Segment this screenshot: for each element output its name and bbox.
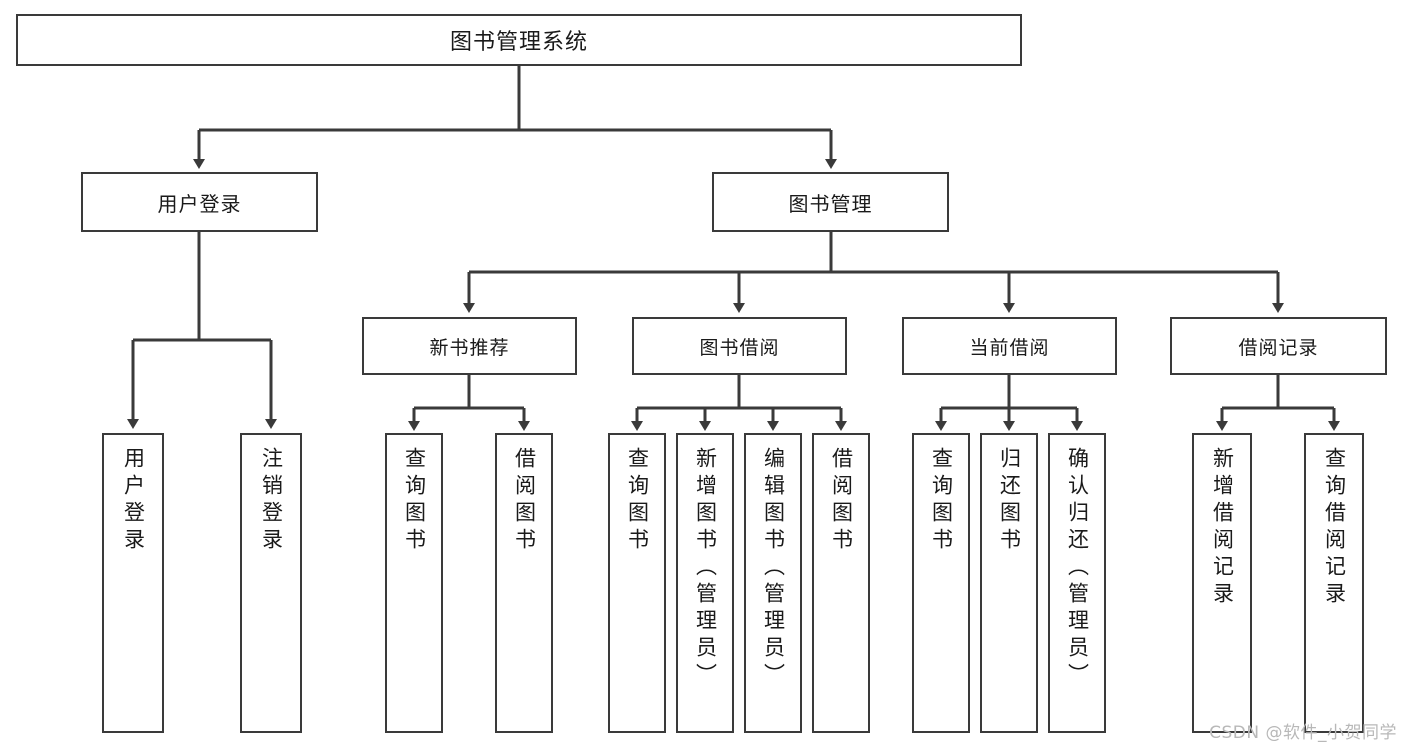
leaf-borrow-book-1[interactable]: 借阅图书 xyxy=(495,433,553,733)
node-book-borrow[interactable]: 图书借阅 xyxy=(632,317,847,375)
leaf-borrow-book-2[interactable]: 借阅图书 xyxy=(812,433,870,733)
leaf-query-book-3[interactable]: 查询图书 xyxy=(912,433,970,733)
leaf-logout-login[interactable]: 注销登录 xyxy=(240,433,302,733)
leaf-label: 借阅图书 xyxy=(829,447,854,555)
leaf-label: 借阅图书 xyxy=(512,447,537,555)
node-new-book-recommend[interactable]: 新书推荐 xyxy=(362,317,577,375)
leaf-label: 归还图书 xyxy=(997,447,1022,555)
leaf-label: 新增借阅记录 xyxy=(1210,447,1235,609)
leaf-add-record[interactable]: 新增借阅记录 xyxy=(1192,433,1252,733)
leaf-label: 查询图书 xyxy=(402,447,427,555)
leaf-query-book-2[interactable]: 查询图书 xyxy=(608,433,666,733)
leaf-label: 新增图书（管理员） xyxy=(693,447,718,690)
leaf-query-book-1[interactable]: 查询图书 xyxy=(385,433,443,733)
leaf-label: 查询图书 xyxy=(625,447,650,555)
leaf-label: 查询借阅记录 xyxy=(1322,447,1347,609)
leaf-query-record[interactable]: 查询借阅记录 xyxy=(1304,433,1364,733)
leaf-label: 确认归还（管理员） xyxy=(1065,447,1090,690)
node-book-management[interactable]: 图书管理 xyxy=(712,172,949,232)
node-user-login[interactable]: 用户登录 xyxy=(81,172,318,232)
leaf-label: 用户登录 xyxy=(121,447,146,555)
leaf-edit-book[interactable]: 编辑图书（管理员） xyxy=(744,433,802,733)
leaf-return-book[interactable]: 归还图书 xyxy=(980,433,1038,733)
leaf-label: 注销登录 xyxy=(259,447,284,555)
node-current-borrow[interactable]: 当前借阅 xyxy=(902,317,1117,375)
leaf-user-login[interactable]: 用户登录 xyxy=(102,433,164,733)
leaf-label: 编辑图书（管理员） xyxy=(761,447,786,690)
csdn-watermark: CSDN @软件_小贺同学 xyxy=(1209,723,1397,743)
node-borrow-record[interactable]: 借阅记录 xyxy=(1170,317,1387,375)
leaf-confirm-return[interactable]: 确认归还（管理员） xyxy=(1048,433,1106,733)
leaf-add-book[interactable]: 新增图书（管理员） xyxy=(676,433,734,733)
node-book-management-system[interactable]: 图书管理系统 xyxy=(16,14,1022,66)
leaf-label: 查询图书 xyxy=(929,447,954,555)
